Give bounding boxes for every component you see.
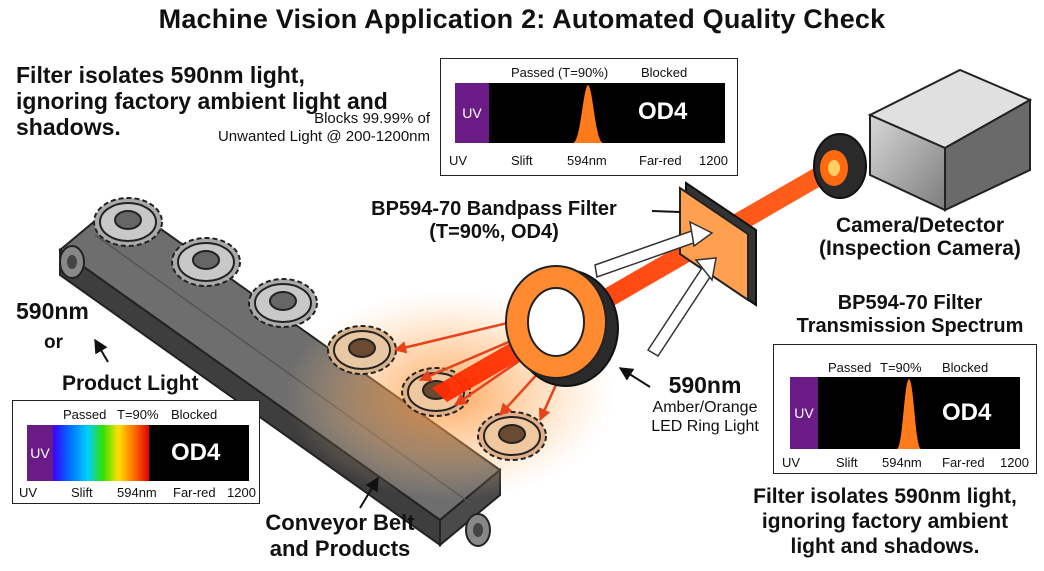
block-note-line-1: Blocks 99.99% of bbox=[314, 110, 430, 127]
camera-label-line-2: (Inspection Camera) bbox=[819, 237, 1021, 260]
conveyor-callout-arrow bbox=[359, 476, 379, 509]
filter-label-line-2: (T=90%, OD4) bbox=[429, 221, 559, 243]
spectrum-left-axis-farred: Far-red bbox=[173, 485, 216, 500]
spectrum-top-axis-farred: Far-red bbox=[639, 153, 682, 168]
spectrum-top: Passed (T=90%) Blocked UV OD4 UV Slift 5… bbox=[440, 58, 738, 176]
spectrum-right-heading-line-1: BP594-70 Filter bbox=[837, 292, 983, 314]
top-left-note-line-2: ignoring factory ambient light and bbox=[16, 88, 388, 114]
ring-light-line-2: LED Ring Light bbox=[651, 418, 759, 435]
ring-light-wavelength: 590nm bbox=[668, 372, 742, 398]
top-left-note: Filter isolates 590nm light, ignoring fa… bbox=[16, 62, 436, 140]
spectrum-left-od: OD4 bbox=[171, 439, 221, 466]
ambient-light-arrows bbox=[594, 220, 717, 358]
spectrum-right-axis-uv: UV bbox=[782, 455, 801, 470]
spectrum-right: Passed T=90% Blocked UV OD4 UV Slift 594… bbox=[773, 344, 1037, 474]
spectrum-left-rainbow bbox=[53, 425, 149, 481]
gear-2 bbox=[171, 237, 241, 287]
spectrum-left-passed: Passed bbox=[63, 407, 107, 422]
spectrum-right-heading-line-2: Transmission Spectrum bbox=[796, 315, 1024, 337]
spectrum-top-axis-594: 594nm bbox=[567, 153, 607, 168]
bottom-right-note-line-3: light and shadows. bbox=[790, 535, 980, 558]
left-or-label: or bbox=[44, 332, 63, 353]
conveyor-label-line-2: and Products bbox=[269, 536, 411, 561]
bottom-right-note-line-1: Filter isolates 590nm light, bbox=[753, 485, 1017, 508]
spectrum-right-uv-band: UV bbox=[790, 377, 818, 449]
spectrum-left-axis-1200: 1200 bbox=[227, 485, 256, 500]
left-wavelength-label: 590nm bbox=[16, 298, 89, 324]
filter-label-line-1: BP594-70 Bandpass Filter bbox=[371, 198, 617, 220]
gear-3 bbox=[248, 278, 318, 328]
spectrum-right-axis-1200: 1200 bbox=[1000, 455, 1029, 470]
spectrum-right-axis-farred: Far-red bbox=[942, 455, 985, 470]
product-light-callout-arrow bbox=[94, 338, 109, 363]
bandpass-filter bbox=[679, 181, 757, 307]
spectrum-left-t: T=90% bbox=[117, 407, 159, 422]
bottom-right-note: Filter isolates 590nm light, ignoring fa… bbox=[730, 484, 1040, 559]
conveyor-label-line-1: Conveyor Belt bbox=[265, 510, 415, 535]
spectrum-left-uv-band: UV bbox=[27, 425, 53, 481]
led-ring-light bbox=[505, 265, 619, 387]
spectrum-right-blocked: Blocked bbox=[942, 360, 989, 375]
spectrum-right-plot: UV OD4 bbox=[790, 377, 1020, 449]
spectrum-right-peak bbox=[897, 379, 921, 449]
top-left-note-line-3: shadows. bbox=[16, 114, 121, 140]
spectrum-right-heading: BP594-70 Filter Transmission Spectrum bbox=[790, 292, 1030, 338]
block-note-line-2: Unwanted Light @ 200-1200nm bbox=[217, 128, 430, 145]
gear-products bbox=[93, 197, 547, 461]
spectrum-top-axis-slift: Slift bbox=[511, 153, 533, 168]
spectrum-top-axis-uv: UV bbox=[449, 153, 468, 168]
spectrum-left-axis-uv: UV bbox=[19, 485, 38, 500]
spectrum-right-axis-594: 594nm bbox=[882, 455, 922, 470]
spectrum-left-axis-slift: Slift bbox=[71, 485, 93, 500]
spectrum-right-axis-slift: Slift bbox=[836, 455, 858, 470]
block-note: Blocks 99.99% of Unwanted Light @ 200-12… bbox=[150, 110, 430, 146]
spectrum-left-plot: UV OD4 bbox=[27, 425, 249, 481]
bottom-right-note-line-2: ignoring factory ambient bbox=[761, 510, 1009, 533]
spectrum-top-axis-1200: 1200 bbox=[699, 153, 728, 168]
inspection-camera bbox=[813, 68, 1033, 212]
ring-light-label: 590nm Amber/Orange LED Ring Light bbox=[636, 372, 774, 436]
spectrum-top-peak bbox=[573, 85, 603, 143]
gear-4 bbox=[327, 325, 397, 375]
camera-label-line-1: Camera/Detector bbox=[835, 214, 1005, 237]
spectrum-top-od: OD4 bbox=[638, 98, 688, 125]
spectrum-top-passed: Passed (T=90%) bbox=[511, 65, 609, 80]
spectrum-top-uv-band: UV bbox=[455, 83, 489, 143]
gear-1 bbox=[93, 197, 163, 247]
spectrum-left-axis-594: 594nm bbox=[117, 485, 157, 500]
spectrum-right-passed: Passed bbox=[828, 360, 872, 375]
top-left-note-line-1: Filter isolates 590nm light, bbox=[16, 62, 305, 88]
spectrum-left: Passed T=90% Blocked UV OD4 UV Slift 594… bbox=[12, 400, 260, 504]
product-light-label: Product Light bbox=[62, 372, 199, 395]
filter-label: BP594-70 Bandpass Filter (T=90%, OD4) bbox=[334, 198, 654, 244]
ring-light-line-1: Amber/Orange bbox=[652, 399, 758, 416]
spectrum-right-t: T=90% bbox=[880, 360, 922, 375]
spectrum-top-blocked: Blocked bbox=[641, 65, 688, 80]
camera-label: Camera/Detector (Inspection Camera) bbox=[800, 214, 1040, 260]
page-title: Machine Vision Application 2: Automated … bbox=[158, 4, 886, 34]
filter-callout-line bbox=[651, 210, 681, 213]
spectrum-top-plot: UV OD4 bbox=[455, 83, 725, 143]
spectrum-right-od: OD4 bbox=[942, 399, 992, 426]
ring-light-callout-arrow bbox=[618, 367, 651, 388]
spectrum-left-blocked: Blocked bbox=[171, 407, 218, 422]
gear-6 bbox=[477, 411, 547, 461]
conveyor-label: Conveyor Belt and Products bbox=[240, 510, 440, 562]
